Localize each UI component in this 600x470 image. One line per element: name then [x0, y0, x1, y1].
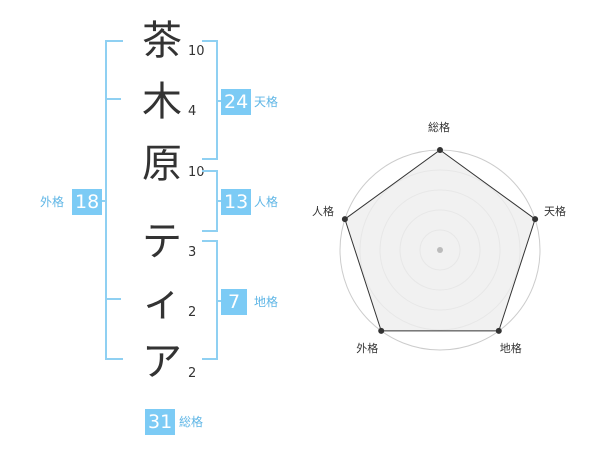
- chikaku-label: 地格: [254, 295, 279, 309]
- gaikaku-value: 18: [72, 189, 103, 215]
- jinkaku-label: 人格: [254, 195, 279, 209]
- name-char-5: ィ: [142, 279, 182, 325]
- name-char-4: テ: [142, 219, 182, 265]
- stroke-count-3: 10: [188, 165, 205, 180]
- jinkaku-value: 13: [221, 189, 252, 215]
- name-char-1: 茶: [142, 18, 182, 64]
- radar-axis-label-4: 外格: [356, 341, 379, 355]
- stroke-count-4: 3: [188, 245, 197, 260]
- name-char-3: 原: [142, 141, 182, 187]
- stroke-count-5: 2: [188, 305, 197, 320]
- soukaku-label: 総格: [179, 415, 204, 429]
- tenkaku-connector: [216, 100, 222, 102]
- tenkaku-value: 24: [221, 89, 252, 115]
- chikaku-value: 7: [221, 289, 247, 315]
- stroke-count-2: 4: [188, 104, 197, 119]
- radar-shape: [344, 149, 536, 332]
- radar-axis-label-1: 総格: [428, 121, 450, 134]
- chikaku-connector: [216, 300, 222, 302]
- bracket-divider-2: [105, 298, 121, 300]
- soukaku-value: 31: [145, 409, 176, 435]
- gaikaku-label: 外格: [40, 195, 65, 209]
- radar-axis-label-3: 地格: [499, 341, 522, 355]
- jinkaku-connector: [216, 200, 222, 202]
- stroke-count-1: 10: [188, 44, 205, 59]
- radar-center: [437, 247, 443, 253]
- radar-point-5: [341, 216, 348, 223]
- radar-axis-label-5: 人格: [311, 205, 334, 219]
- stroke-count-6: 2: [188, 366, 197, 381]
- radar-axis-label-2: 天格: [544, 205, 567, 219]
- radar-point-1: [437, 147, 443, 153]
- tenkaku-label: 天格: [254, 95, 279, 109]
- bracket-divider-1: [105, 98, 121, 100]
- gaikaku-bracket: [105, 40, 123, 360]
- radar-point-3: [495, 327, 502, 334]
- radar-point-4: [378, 327, 385, 334]
- name-char-2: 木: [142, 79, 182, 125]
- radar-point-2: [532, 216, 539, 223]
- name-char-6: ア: [142, 339, 182, 385]
